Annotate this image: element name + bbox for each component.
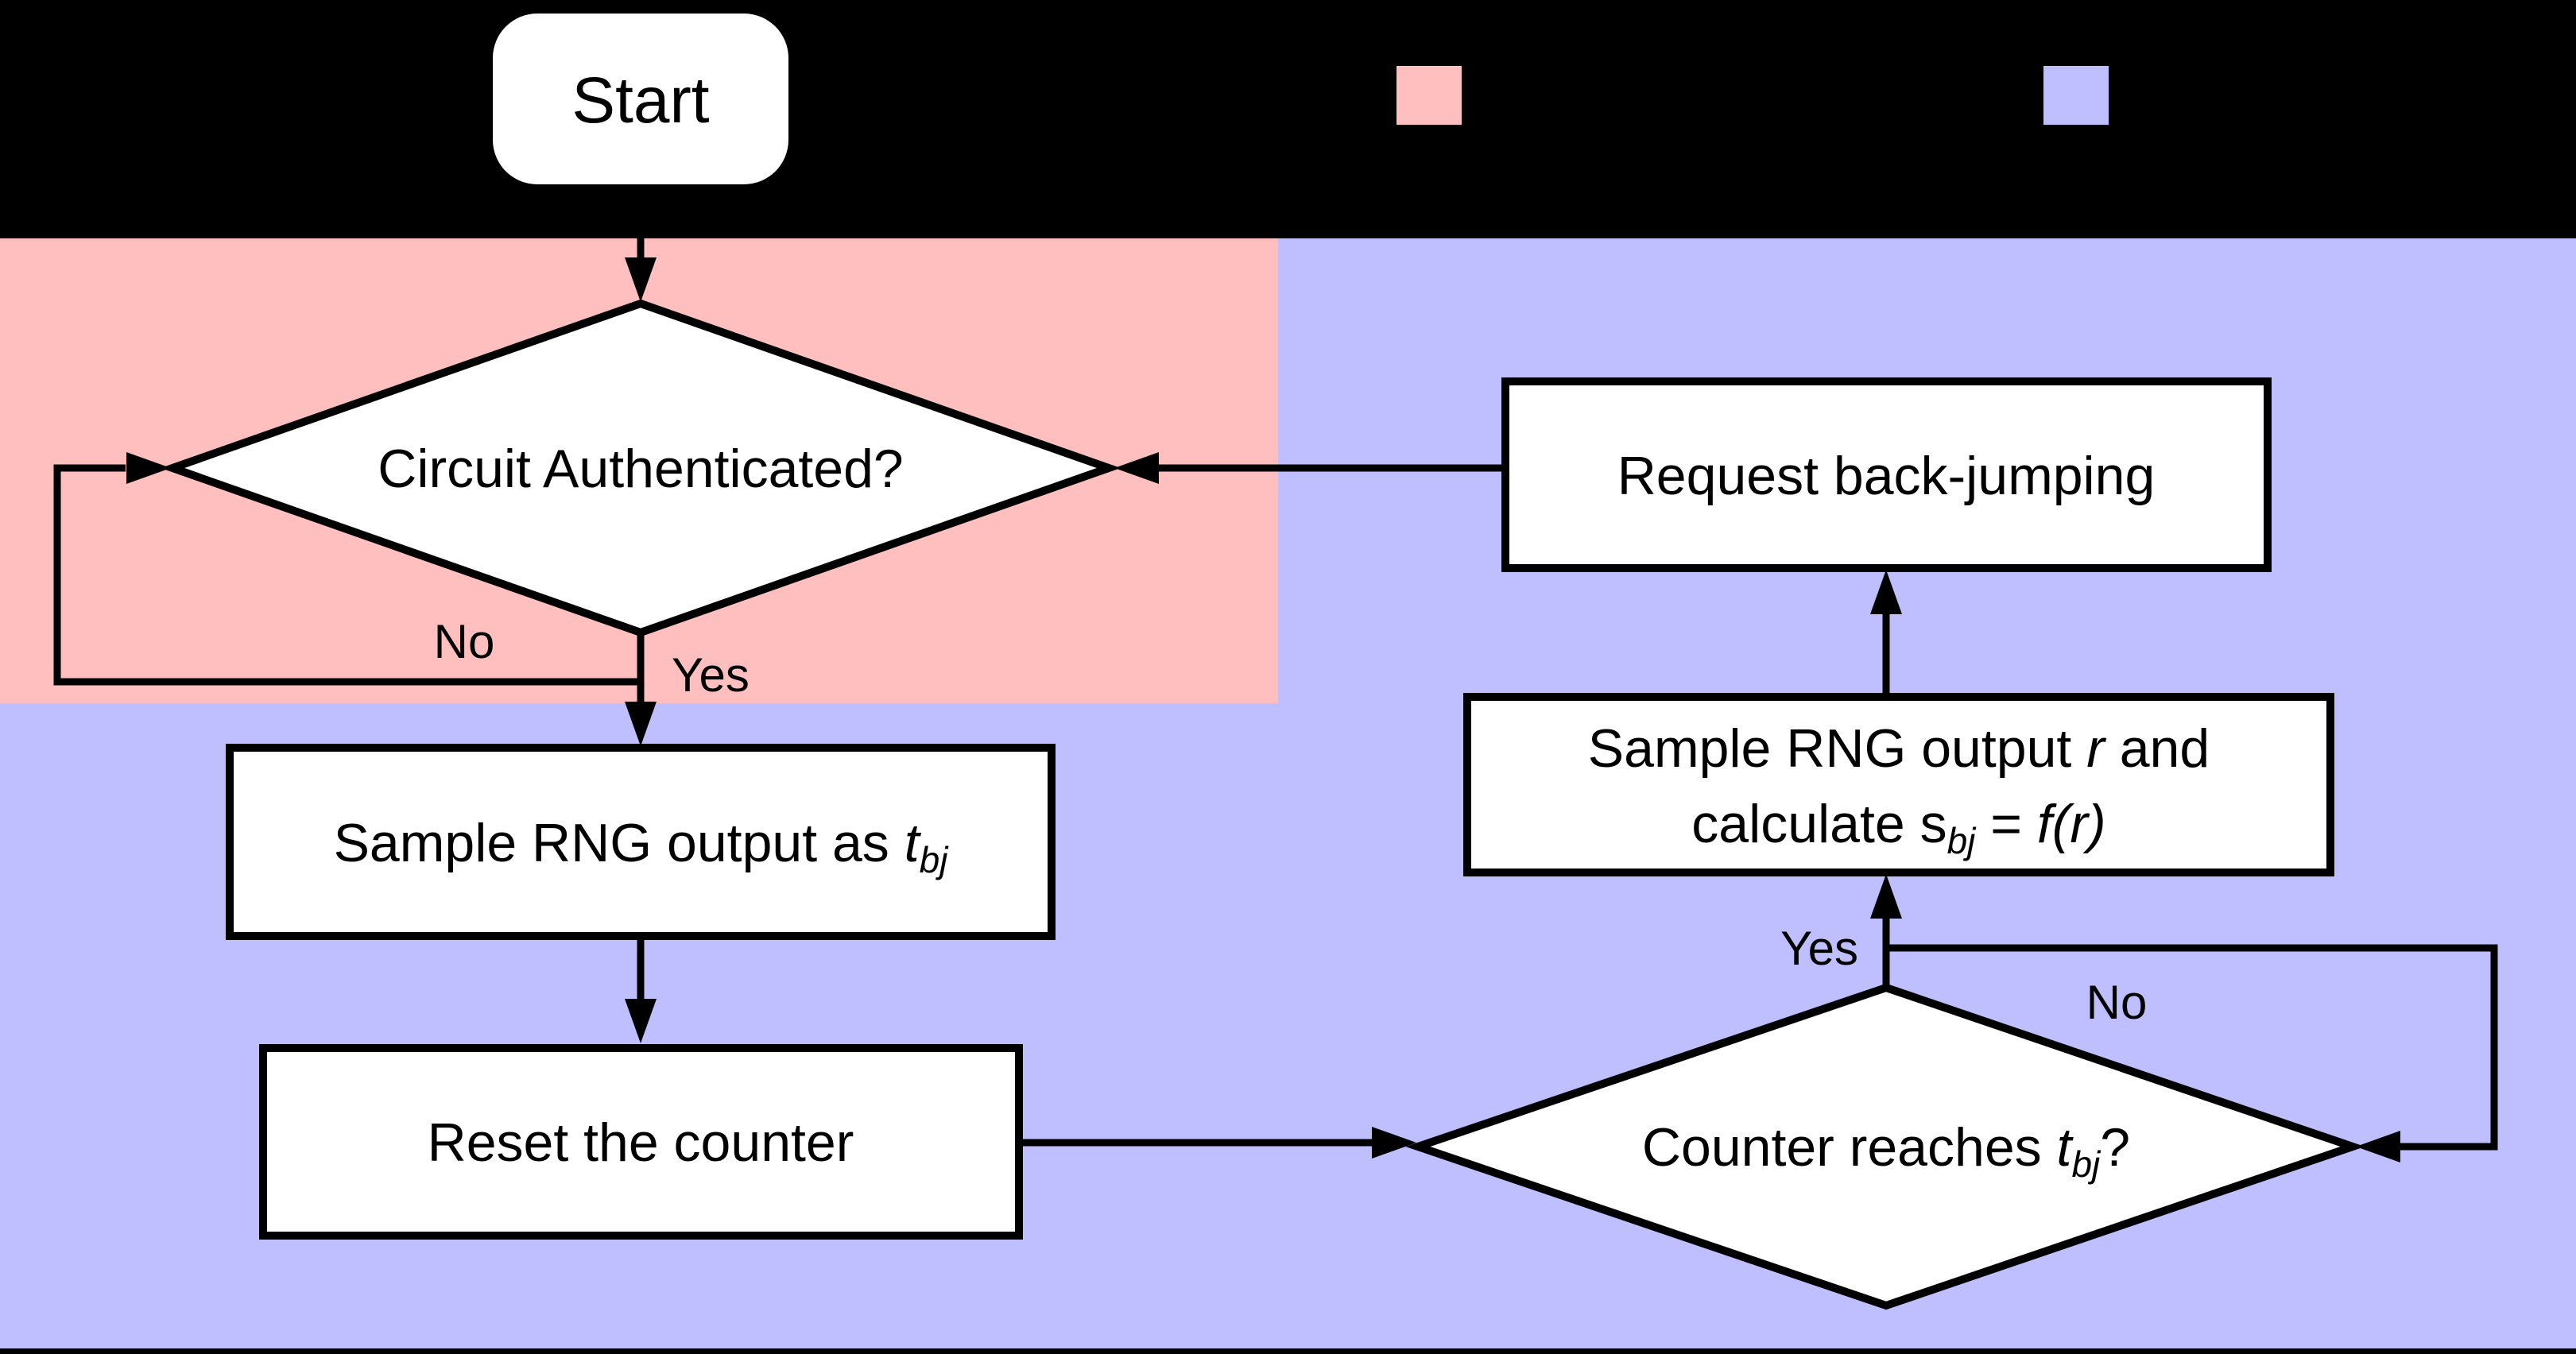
- arrowhead-down-icon: [625, 999, 657, 1043]
- legend-swatch-pink: [1396, 66, 1462, 125]
- request-backjump-label: Request back-jumping: [1617, 446, 2156, 506]
- counter-no-label: No: [2086, 976, 2148, 1029]
- sample-r-label-line1: Sample RNG output r and: [1588, 718, 2210, 779]
- arrowhead-up-icon: [1870, 874, 1902, 919]
- sample-r-label-line2: calculate sbj = f(r): [1691, 794, 2105, 861]
- header-bar: [0, 0, 2576, 238]
- loop-path: [53, 464, 645, 686]
- arrowhead-right-icon: [126, 452, 171, 484]
- arrowhead-left-icon: [2356, 1131, 2400, 1163]
- arrowhead-down-icon: [625, 702, 657, 746]
- sample-r-to-request-arrow: [1870, 570, 1902, 697]
- reset-to-counter-arrow: [1019, 1127, 1416, 1159]
- sample-r-node: [1463, 693, 2334, 876]
- circuit-decision-label: Circuit Authenticated?: [378, 439, 904, 499]
- request-to-circuit-arrow: [1114, 452, 1505, 484]
- counter-yes-arrow: [1870, 874, 1902, 988]
- circuit-no-label: No: [434, 615, 495, 668]
- reset-counter-label: Reset the counter: [428, 1112, 854, 1173]
- arrowhead-left-icon: [1114, 452, 1159, 484]
- circuit-yes-arrow: [625, 682, 657, 746]
- sample-tbj-to-reset-arrow: [625, 936, 657, 1043]
- counter-decision-diamond: [1405, 983, 2365, 1310]
- counter-no-loop: [1886, 944, 2498, 1163]
- circuit-no-loop: [53, 452, 645, 686]
- loop-path: [1886, 944, 2498, 1151]
- start-node: [493, 14, 788, 184]
- start-to-circuit-arrow: [625, 184, 657, 302]
- arrowhead-down-icon: [625, 257, 657, 302]
- legend-swatch-purple: [2043, 66, 2109, 125]
- arrowhead-right-icon: [1372, 1127, 1416, 1159]
- arrowhead-up-icon: [1870, 570, 1902, 614]
- request-backjump-node: [1501, 377, 2272, 572]
- sample-tbj-label: Sample RNG output as tbj: [334, 813, 950, 880]
- counter-yes-label: Yes: [1780, 922, 1858, 975]
- sample-tbj-node: [226, 744, 1056, 940]
- counter-decision-label: Counter reaches tbj?: [1642, 1117, 2130, 1185]
- start-label: Start: [571, 64, 709, 137]
- reset-counter-node: [259, 1044, 1023, 1240]
- circuit-yes-label: Yes: [672, 648, 750, 702]
